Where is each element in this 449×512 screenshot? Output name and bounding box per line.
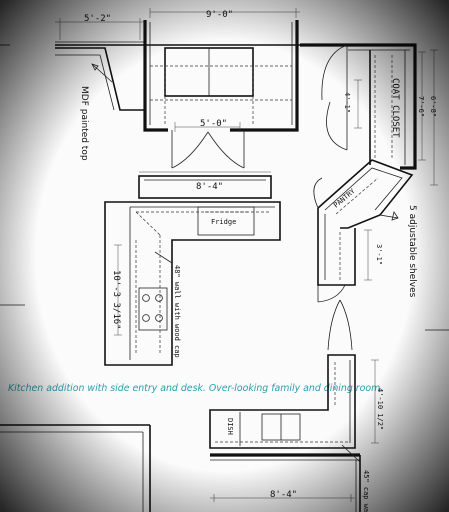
- label-half-wall: 48" wall with wood cap: [173, 265, 181, 358]
- dim-closet-total: 6'-8": [429, 96, 437, 117]
- dim-inner-width: 5'-0": [200, 119, 227, 129]
- dim-closet-outer: 7'-6": [417, 96, 425, 117]
- label-shelves: 5 adjustable shelves: [407, 205, 417, 298]
- dim-island-width: 8'-4": [196, 182, 223, 192]
- label-fridge: Fridge: [211, 218, 236, 226]
- label-mdf-top: MDF painted top: [79, 86, 89, 161]
- dim-pantry-depth: 3'-1": [375, 244, 383, 265]
- dim-counter-height: 10'-3 3/16": [111, 270, 121, 330]
- dim-top-left: 5'-2": [84, 14, 111, 24]
- dim-bottom-width: 8'-4": [270, 490, 297, 500]
- dim-top-room: 9'-0": [206, 10, 233, 20]
- label-cap-wall: 45" cap wall: [362, 470, 370, 512]
- label-dish: DISH: [226, 418, 234, 435]
- dim-lower-right: 4'-10 1/2": [376, 388, 384, 430]
- caption: Kitchen addition with side entry and des…: [8, 383, 383, 394]
- label-coat-closet: COAT CLOSET: [390, 78, 400, 138]
